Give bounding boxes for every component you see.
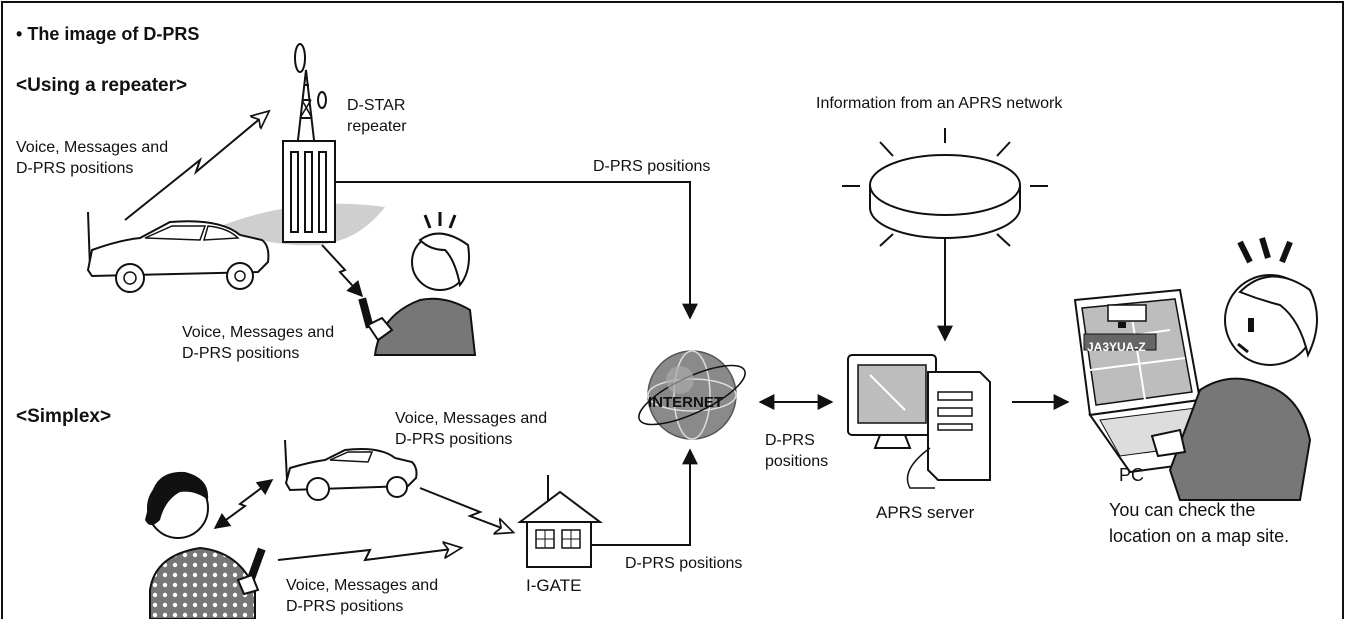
dprs-link-igate-internet: [591, 448, 698, 546]
pc-user-icon: [1150, 237, 1319, 501]
label-dprs-positions-repeater: D-PRS positions: [593, 158, 711, 175]
internet-globe-icon: [638, 350, 746, 440]
dprs-link-repeater-internet: [335, 181, 698, 320]
section-heading-repeater: <Using a repeater>: [16, 75, 188, 96]
label-info-aprs: Information from an APRS network: [816, 95, 1063, 112]
label-dprs-positions-igate: D-PRS positions: [625, 555, 743, 572]
label-voice-msgs-car-line1: Voice, Messages and: [16, 139, 169, 156]
label-callsign: JA3YUA-Z: [1087, 340, 1146, 354]
dstar-repeater-icon: [282, 43, 336, 243]
label-dstar-repeater-line2: repeater: [347, 118, 407, 135]
label-voice-msgs-car-line2: D-PRS positions: [16, 160, 134, 177]
signal-handheld-igate: [277, 548, 460, 562]
page-title: The image of D-PRS: [27, 24, 200, 44]
label-pc-note-line1: You can check the: [1109, 500, 1256, 520]
label-pc: PC: [1119, 465, 1145, 485]
label-dprs-internet-server: D-PRS positions: [765, 430, 828, 472]
signal-car-igate: [419, 487, 512, 532]
label-aprs-server: APRS server: [876, 503, 975, 522]
bullet-icon: •: [16, 24, 23, 44]
section-heading-simplex: <Simplex>: [16, 406, 112, 427]
label-internet: INTERNET: [648, 394, 723, 411]
aprs-server-icon: [847, 354, 991, 489]
label-dstar-repeater-line1: D-STAR: [347, 97, 406, 114]
label-voice-msgs-simplex-handheld-line1: Voice, Messages and: [286, 577, 439, 594]
simplex-user-icon: [145, 471, 266, 619]
handheld-user-icon: [358, 212, 477, 356]
car-icon-simplex: [284, 439, 418, 501]
signal-handheld-car: [213, 479, 274, 529]
label-voice-msgs-handheld-line1: Voice, Messages and: [182, 324, 335, 341]
signal-car-to-repeater: [124, 112, 268, 221]
car-icon: [86, 211, 270, 293]
label-voice-msgs-simplex-car-line2: D-PRS positions: [395, 431, 513, 448]
label-voice-msgs-simplex-car: Voice, Messages and D-PRS positions: [395, 408, 547, 450]
label-voice-msgs-simplex-handheld-line2: D-PRS positions: [286, 598, 404, 615]
aprs-network-icon: [842, 128, 1048, 247]
label-voice-msgs-car: Voice, Messages and D-PRS positions: [16, 137, 168, 179]
label-pc-note-line2: location on a map site.: [1109, 526, 1290, 546]
label-voice-msgs-handheld: Voice, Messages and D-PRS positions: [182, 322, 334, 364]
label-igate: I-GATE: [526, 576, 582, 595]
label-voice-msgs-simplex-handheld: Voice, Messages and D-PRS positions: [286, 575, 438, 617]
page-title-group: • The image of D-PRS: [16, 24, 199, 45]
label-dstar-repeater: D-STAR repeater: [347, 95, 407, 137]
signal-repeater-to-handheld: [321, 244, 364, 298]
label-dprs-line2: positions: [765, 453, 829, 470]
label-voice-msgs-simplex-car-line1: Voice, Messages and: [395, 410, 548, 427]
igate-icon: [517, 475, 603, 568]
label-voice-msgs-handheld-line2: D-PRS positions: [182, 345, 300, 362]
label-pc-note: You can check the location on a map site…: [1109, 497, 1289, 549]
label-dprs-line1: D-PRS: [765, 432, 815, 449]
